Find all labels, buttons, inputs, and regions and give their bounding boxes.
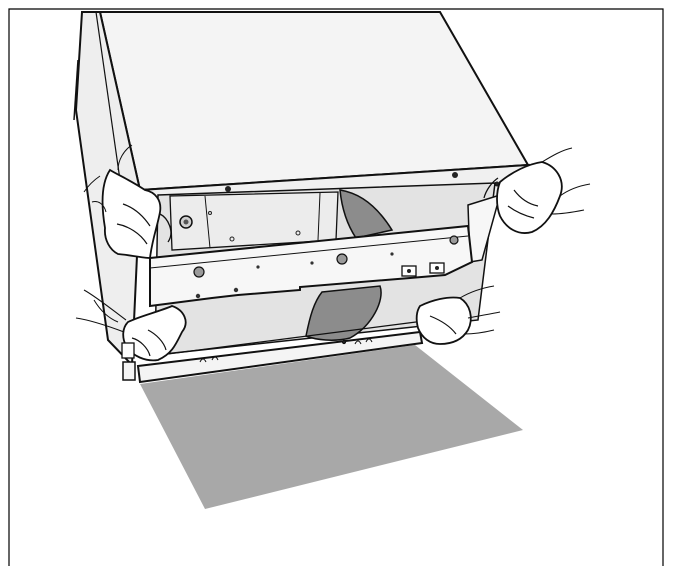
cabinet-side-edge [73, 59, 79, 121]
mounting-bracket [149, 224, 474, 308]
filter-mat-upper [339, 189, 394, 239]
bracket-fold-line [149, 235, 469, 269]
hand-icon [83, 144, 172, 259]
bracket-tab-dots [407, 266, 439, 273]
cabinet-front-panel [98, 11, 530, 192]
lower-frame-edge [159, 321, 417, 356]
compartment-edge [204, 195, 211, 249]
filter-mat-lower [305, 285, 382, 341]
hand-icon [483, 147, 591, 234]
floor-shadow [140, 345, 523, 509]
foot-left [122, 361, 136, 381]
compartment-edge [317, 192, 321, 241]
drain-fitting-inner [183, 219, 189, 225]
right-side-rail [467, 193, 502, 263]
bracket-small-holes [195, 252, 394, 299]
hand-icon [75, 289, 187, 362]
lower-frame-details [199, 338, 373, 363]
frame-border [8, 8, 664, 566]
hand-icon [415, 285, 501, 345]
compartment-screws [208, 211, 301, 242]
lower-frame-bar [136, 330, 424, 384]
cabinet-side-edge [95, 11, 121, 181]
bracket-holes [193, 235, 459, 278]
